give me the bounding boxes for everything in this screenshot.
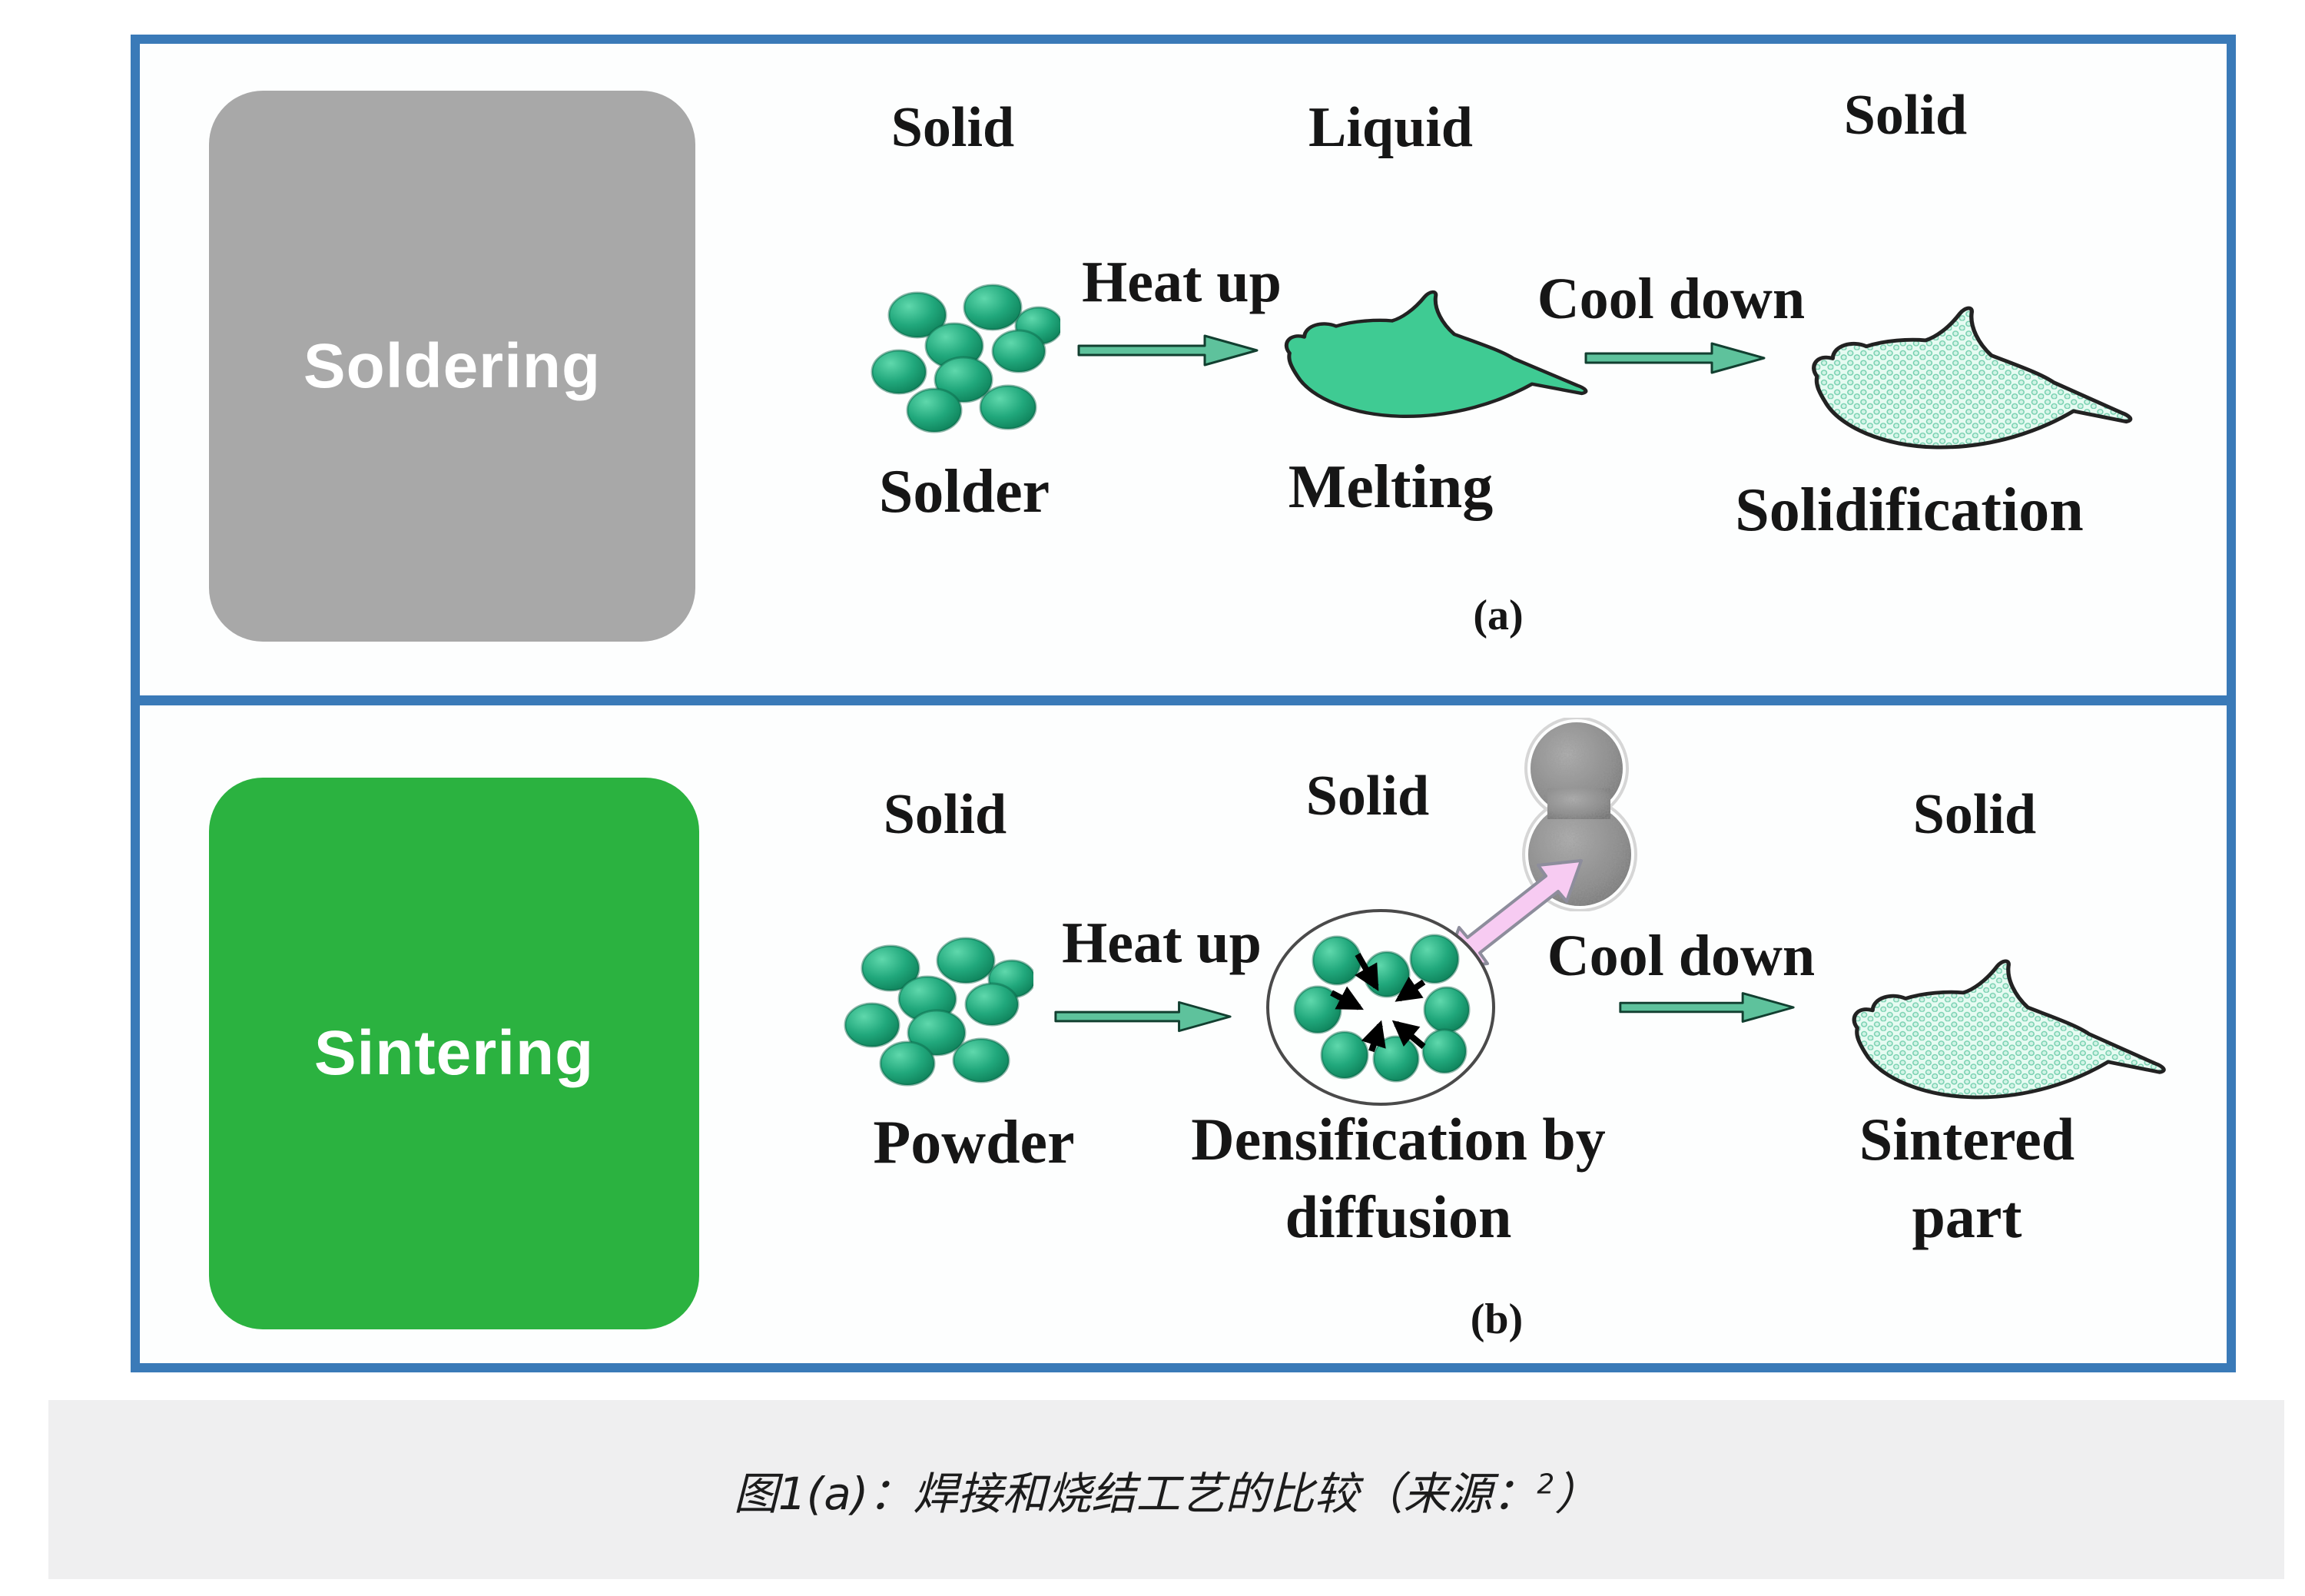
- heat-up-label-b: Heat up: [1062, 911, 1262, 975]
- step-label-sintered-part: Sintered part: [1859, 1106, 2075, 1251]
- step-label-melting: Melting: [1288, 453, 1494, 521]
- heat-up-arrow-icon-a: [1077, 334, 1259, 367]
- cool-down-label-b: Cool down: [1547, 924, 1816, 988]
- soldering-box: Soldering: [209, 91, 695, 642]
- powder-particles-icon: [844, 937, 1033, 1087]
- state-label-solid-b2: Solid: [1305, 765, 1430, 828]
- panel-b-sublabel: (b): [1470, 1296, 1524, 1343]
- caption-suffix: ）: [1554, 1467, 1600, 1520]
- panel-a-sublabel: (a): [1473, 592, 1524, 639]
- cool-down-arrow-icon-a: [1584, 342, 1766, 374]
- heat-up-arrow-icon-b: [1054, 1000, 1232, 1033]
- step-label-powder: Powder: [873, 1109, 1075, 1176]
- sintering-box: Sintering: [209, 778, 699, 1329]
- state-label-solid-a2: Solid: [1843, 84, 1968, 147]
- caption-superscript: 2: [1537, 1468, 1555, 1501]
- sintering-label: Sintering: [313, 1018, 595, 1088]
- melting-blob-icon: [1284, 290, 1588, 418]
- caption-text: 图1(a)：焊接和烧结工艺的比较（来源：: [733, 1467, 1537, 1520]
- solidified-blob-icon-a: [1812, 306, 2133, 450]
- solder-particles-icon: [871, 284, 1060, 433]
- state-label-liquid-a: Liquid: [1308, 96, 1473, 159]
- pink-double-arrow-icon: [1443, 859, 1583, 970]
- figure-caption: 图1(a)：焊接和烧结工艺的比较（来源：2）: [734, 1458, 1600, 1522]
- densification-circle-icon: [1266, 909, 1495, 1106]
- soldering-label: Soldering: [303, 330, 602, 401]
- state-label-solid-b3: Solid: [1912, 783, 2037, 846]
- state-label-solid-b1: Solid: [883, 783, 1007, 846]
- step-label-solidification: Solidification: [1735, 476, 2084, 544]
- step-label-densification: Densification by diffusion: [1191, 1106, 1606, 1251]
- sintered-part-blob-icon: [1852, 959, 2166, 1100]
- figure-caption-band: 图1(a)：焊接和烧结工艺的比较（来源：2）: [48, 1400, 2284, 1579]
- cool-down-label-a: Cool down: [1537, 267, 1806, 331]
- state-label-solid-a1: Solid: [890, 96, 1015, 159]
- panel-divider: [131, 695, 2236, 705]
- step-label-solder: Solder: [878, 458, 1050, 526]
- cool-down-arrow-icon-b: [1619, 992, 1795, 1023]
- heat-up-label-a: Heat up: [1082, 250, 1282, 314]
